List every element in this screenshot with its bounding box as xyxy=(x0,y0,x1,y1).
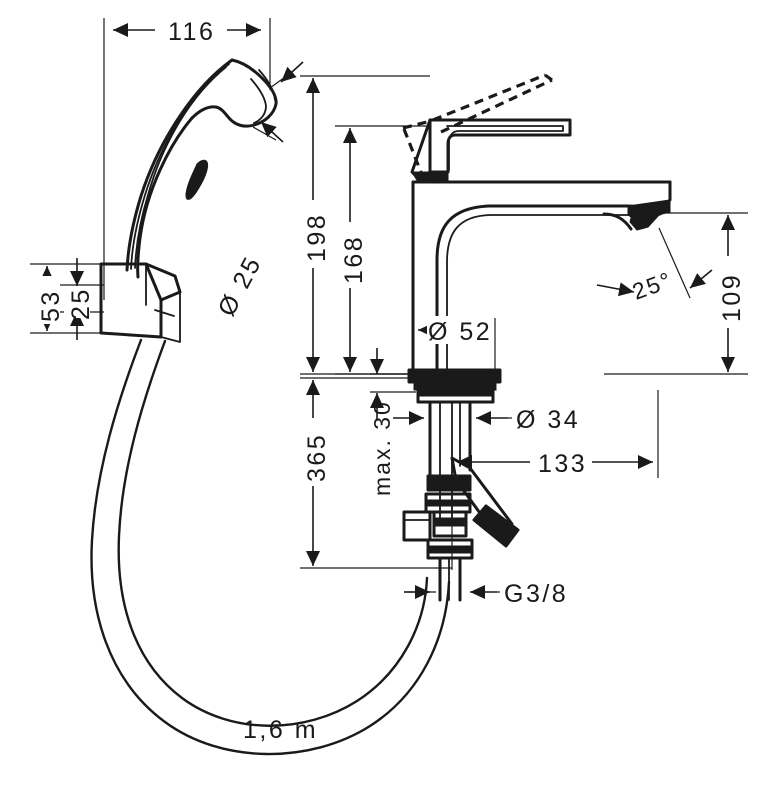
basin-mixer-assembly xyxy=(402,73,672,602)
handshower-assembly xyxy=(90,58,451,756)
label-height-198: 198 xyxy=(303,213,331,262)
dimension-168: 168 xyxy=(335,125,430,375)
dimension-dia-52: Ø 52 xyxy=(412,316,496,370)
label-angle-25: 25° xyxy=(629,266,676,304)
dimension-dia-25: Ø 25 xyxy=(213,61,304,321)
label-width-116: 116 xyxy=(168,18,215,46)
dimension-365: 365 xyxy=(300,377,452,569)
mixer-shank-and-connections xyxy=(402,400,520,602)
dimension-116: 116 xyxy=(103,16,271,300)
label-height-25: 25 xyxy=(67,287,95,320)
dimension-max-30: max. 30 xyxy=(369,348,416,496)
shower-hose xyxy=(90,338,451,756)
mixer-lever xyxy=(410,118,572,183)
dimension-109: 109 xyxy=(604,212,748,375)
label-height-53: 53 xyxy=(37,289,65,322)
escutcheon-base xyxy=(407,368,502,404)
label-dia-52: Ø 52 xyxy=(428,318,492,346)
label-height-109: 109 xyxy=(718,273,746,322)
label-dia-34: Ø 34 xyxy=(516,406,580,434)
handshower-head xyxy=(125,58,278,279)
dimension-angle-25: 25° xyxy=(596,227,713,305)
dimension-25: 25 xyxy=(60,258,104,340)
dimension-133: 133 xyxy=(451,390,659,570)
label-height-168: 168 xyxy=(340,235,368,284)
label-max-30: max. 30 xyxy=(369,400,395,496)
dimension-198: 198 xyxy=(300,75,430,375)
wall-bracket xyxy=(99,262,182,343)
label-hose-1-6m: 1,6 m xyxy=(243,716,318,744)
dimension-g38: G3/8 xyxy=(404,580,568,608)
label-hose-length-group: 1,6 m xyxy=(243,716,318,744)
dimension-dia-34: Ø 34 xyxy=(393,406,580,434)
label-thread-g38: G3/8 xyxy=(504,580,568,608)
dimension-53: 53 xyxy=(30,263,104,334)
label-height-365: 365 xyxy=(303,433,331,482)
label-dia-25: Ø 25 xyxy=(213,251,268,321)
label-reach-133: 133 xyxy=(538,450,587,478)
